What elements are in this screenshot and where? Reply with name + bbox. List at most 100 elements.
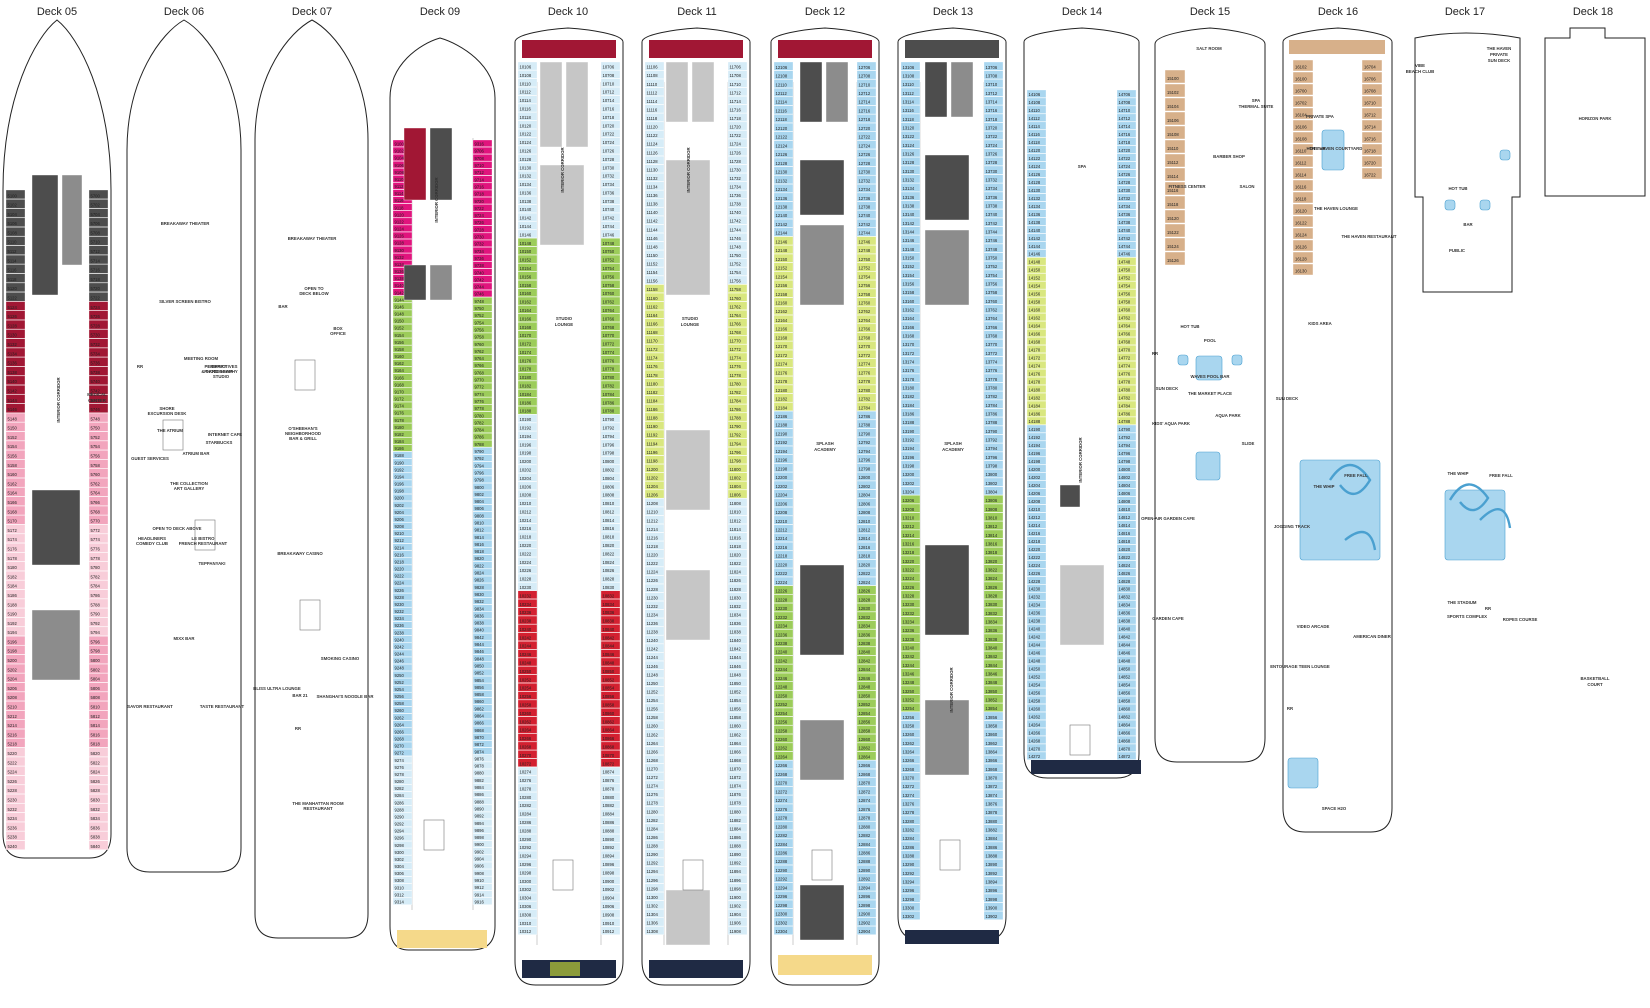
cabin-number-label: 11740 — [730, 210, 742, 215]
cabin-block — [392, 664, 413, 672]
cabin-number-label: 12758 — [859, 292, 871, 297]
cabin-block — [856, 620, 877, 630]
cabin-number-label: 11242 — [647, 647, 659, 652]
cabin-block — [900, 295, 921, 305]
cabin-number-label: 10226 — [520, 568, 532, 573]
cabin-number-label: 5830 — [91, 797, 101, 802]
deck-end-suite-band-deck10 — [550, 962, 580, 976]
cabin-number-label: 10852 — [603, 677, 615, 682]
cabin-block — [472, 690, 493, 698]
cabin-number-label: 10140 — [520, 207, 532, 212]
cabin-block — [856, 411, 877, 420]
cabin-number-label: 13108 — [903, 73, 915, 78]
cabin-number-label: 12226 — [776, 589, 788, 594]
cabin-number-label: 5186 — [8, 593, 18, 598]
cabin-block — [644, 318, 665, 328]
cabin-number-label: 5790 — [91, 612, 101, 617]
cabin-number-label: 9708 — [475, 156, 485, 161]
cabin-number-label: 10262 — [520, 719, 532, 724]
cabin-block — [392, 749, 413, 757]
cabin-block — [644, 78, 665, 88]
cabin-block — [644, 190, 665, 199]
cabin-block — [856, 542, 877, 551]
venue-label: COURT — [1587, 682, 1603, 687]
cabin-number-label: 13732 — [986, 177, 998, 182]
cabin-number-label: 9876 — [475, 756, 485, 761]
cabin-block — [600, 145, 621, 155]
venue-label: MEETING ROOM — [184, 356, 219, 361]
cabin-number-label: 5218 — [8, 742, 18, 747]
cabin-number-label: 14722 — [1119, 156, 1131, 161]
interior-cabin-cluster-deck10 — [565, 61, 589, 148]
cabin-number-label: 11720 — [730, 125, 742, 130]
cabin-block — [5, 552, 26, 562]
cabin-number-label: 9166 — [395, 375, 405, 380]
cabin-block — [5, 282, 26, 293]
cabin-number-label: 12194 — [776, 449, 788, 454]
cabin-block — [900, 157, 921, 166]
cabin-number-label: 13876 — [986, 801, 998, 806]
cabin-block — [600, 246, 621, 255]
cabin-number-label: 5188 — [8, 602, 18, 607]
cabin-block — [472, 289, 493, 298]
cabin-number-label: 11114 — [647, 99, 658, 104]
cabin-block — [773, 297, 794, 307]
cabin-block — [600, 607, 621, 616]
cabin-number-label: 11826 — [730, 578, 742, 583]
cabin-number-label: 13136 — [903, 195, 915, 200]
cabin-number-label: 14844 — [1119, 643, 1131, 648]
venue-label: SPA — [1252, 98, 1261, 103]
cabin-block — [5, 775, 26, 785]
cabin-block — [88, 729, 109, 739]
cabin-block — [644, 883, 665, 892]
cabin-number-label: 12278 — [776, 816, 788, 821]
cabin-block — [392, 890, 413, 898]
cabin-block — [856, 926, 877, 935]
cabin-number-label: 12886 — [859, 851, 871, 856]
cabin-number-label: 14760 — [1119, 308, 1131, 313]
cabin-block — [900, 122, 921, 132]
cabin-number-label: 5828 — [91, 788, 101, 793]
cabin-number-label: 12144 — [776, 231, 788, 236]
cabin-number-label: 12288 — [776, 859, 788, 864]
cabin-block — [5, 803, 26, 813]
cabin-block — [644, 609, 665, 619]
cabin-block — [88, 636, 109, 646]
cabin-number-label: 11782 — [730, 390, 742, 395]
cabin-number-label: 5176 — [8, 546, 18, 551]
cabin-number-label: 16102 — [1295, 64, 1307, 69]
cabin-number-label: 12280 — [776, 824, 788, 829]
cabin-number-label: 13808 — [986, 507, 998, 512]
cabin-number-label: 12708 — [859, 74, 871, 79]
cabin-block — [517, 154, 538, 163]
cabin-number-label: 11240 — [647, 638, 659, 643]
cabin-number-label: 11302 — [647, 903, 659, 908]
cabin-number-label: 13258 — [903, 723, 915, 728]
cabin-block — [900, 443, 921, 452]
cabin-number-label: 12878 — [859, 816, 871, 821]
cabin-number-label: 11178 — [647, 373, 659, 378]
cabin-number-label: 14824 — [1119, 563, 1131, 568]
cabin-number-label: 13716 — [986, 108, 998, 113]
cabin-number-label: 10156 — [520, 274, 532, 279]
cabin-number-label: 16718 — [1364, 148, 1376, 153]
cabin-block — [517, 607, 538, 616]
cabin-number-label: 14796 — [1119, 451, 1131, 456]
cabin-block — [88, 663, 109, 674]
cabin-block — [517, 876, 538, 885]
cabin-block — [644, 378, 665, 387]
cabin-number-label: 11172 — [647, 347, 659, 352]
cabin-number-label: 12814 — [859, 536, 871, 541]
cabin-number-label: 10108 — [520, 73, 532, 78]
cabin-number-label: 14194 — [1029, 443, 1041, 448]
cabin-number-label: 9720 — [475, 199, 485, 204]
cabin-block — [517, 582, 538, 591]
cabin-number-label: 9184 — [395, 439, 405, 444]
cabin-block — [472, 375, 493, 383]
cabin-number-label: 9236 — [395, 623, 405, 628]
cabin-block — [392, 494, 413, 501]
cabin-number-label: 11828 — [730, 587, 742, 592]
cabin-number-label: 13162 — [903, 307, 915, 312]
cabin-number-label: 11280 — [647, 809, 659, 814]
venue-label: RESTAURANT — [303, 806, 333, 811]
